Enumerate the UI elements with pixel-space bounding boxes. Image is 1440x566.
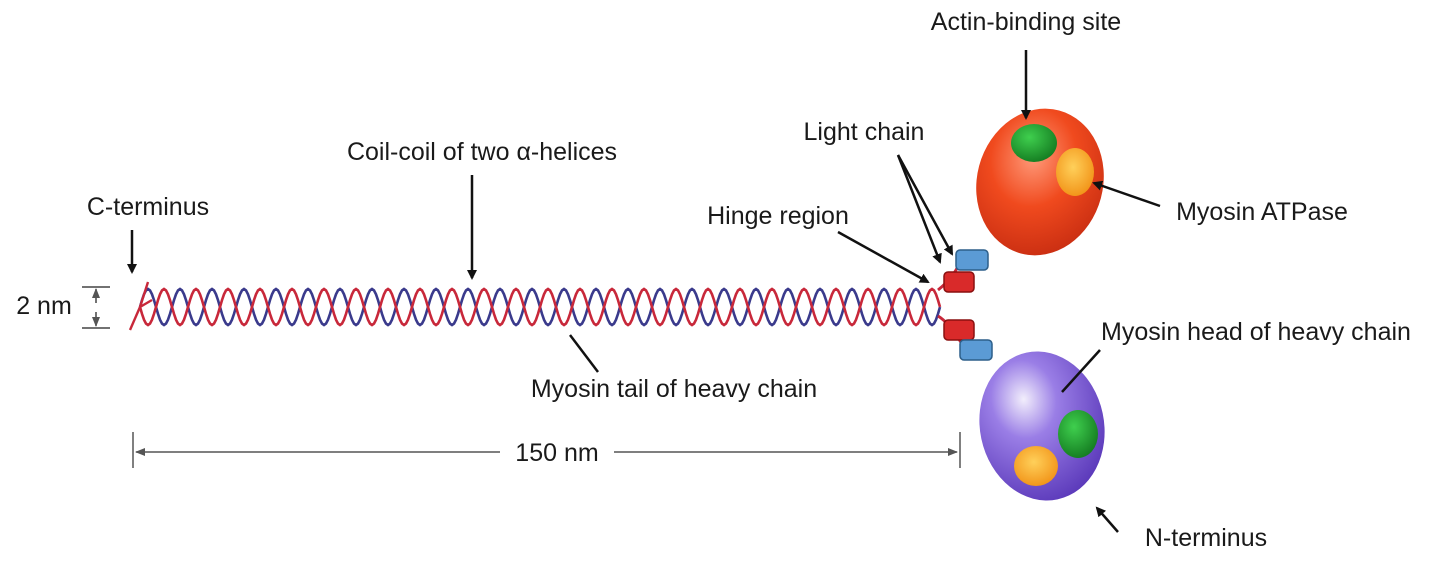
hinge-segment-lower [943,319,975,341]
hinge-segment-upper [943,271,975,293]
light-chain-lower [959,339,993,361]
two-nm-label: 2 nm [16,292,72,320]
length-150nm-label: 150 nm [515,439,598,467]
head-pointer-line [1061,349,1101,393]
myosin-atpase-label: Myosin ATPase [1176,198,1348,226]
myosin-head-label: Myosin head of heavy chain [1101,318,1411,346]
light-chain-upper [955,249,989,271]
lower-atpase-site-marker [1014,446,1058,486]
coil-coil-label: Coil-coil of two α-helices [347,138,617,166]
c-terminus-label: C-terminus [87,193,209,221]
c-terminal-end-1 [138,281,150,308]
light-chain-label: Light chain [804,118,925,146]
n-terminus-arrow [1095,506,1119,533]
atpase-arrow [1092,180,1161,208]
tail-pointer-line [569,334,599,373]
upper-head-body [976,108,1104,256]
length-dimension [132,432,961,468]
n-terminus-label: N-terminus [1145,524,1267,552]
light-chain-arrow-1 [896,154,942,264]
light-chain-arrow-2 [896,154,954,256]
atpase-site-marker [1056,148,1094,196]
upper-myosin-head [976,108,1104,256]
hinge-region-arrow [837,230,930,284]
lower-head-body [979,351,1105,501]
diameter-dimension [82,286,110,329]
pointer-arrows [127,50,1161,533]
helix-strand-red [138,287,942,327]
c-terminal-end-3 [128,306,142,331]
hinge-region-label: Hinge region [707,202,849,230]
lower-myosin-head [979,351,1105,501]
actin-binding-site-marker [1011,124,1057,162]
lower-actin-site-marker [1058,410,1098,458]
neck-region [937,249,993,361]
myosin-tail-label: Myosin tail of heavy chain [531,375,817,403]
c-terminal-end-2 [139,298,153,309]
actin-binding-site-label: Actin-binding site [931,8,1121,36]
coiled-coil-tail [128,281,942,331]
